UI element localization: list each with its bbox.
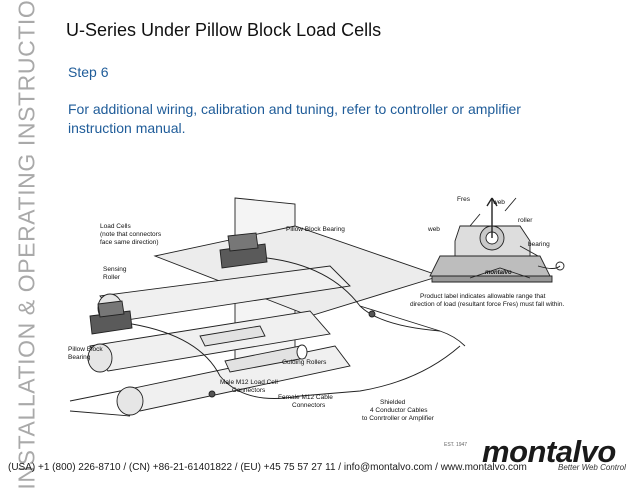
label-sensing-roller-2: Roller (103, 274, 121, 281)
label-pillow-block-1: Pillow Block (68, 346, 103, 353)
label-load-cells-note-2: face same direction) (100, 239, 159, 246)
label-sensing-roller-1: Sensing (103, 266, 127, 273)
label-female-m12-2: Connectors (292, 402, 326, 409)
sidebar: INSTALLATION & OPERATING INSTRUCTIONS (0, 0, 52, 490)
page-title: U-Series Under Pillow Block Load Cells (66, 20, 382, 40)
label-guiding-rollers: Guiding Rollers (282, 359, 327, 366)
logo-brand: montalvo (482, 434, 616, 469)
sidebar-title: INSTALLATION & OPERATING INSTRUCTIONS (13, 0, 40, 490)
label-load-cells-note-1: (note that connectors (100, 231, 162, 238)
label-fres: Fres (457, 196, 471, 203)
montalvo-logo: EST. 1947 montalvo Better Web Control (440, 434, 635, 472)
label-product-label-1: Product label indicates allowable range … (420, 293, 546, 300)
footer-contact: (USA) +1 (800) 226-8710 / (CN) +86-21-61… (8, 462, 527, 473)
label-load-cells: Load Cells (100, 223, 131, 230)
logo-tagline: Better Web Control (558, 463, 626, 472)
label-male-m12-1: Male M12 Load Cell (220, 379, 278, 386)
label-shielded-1: Shielded (380, 399, 406, 406)
step-label: Step 6 (68, 64, 109, 80)
label-pillow-block-bearing-top: Pillow Block Bearing (286, 226, 345, 233)
label-product-label-2: direction of load (resultant force Fres)… (410, 301, 564, 308)
label-pillow-block-2: Bearing (68, 354, 91, 361)
label-web-top: web (492, 199, 505, 206)
label-roller: roller (518, 217, 533, 224)
label-female-m12-1: Female M12 Cable (278, 394, 333, 401)
label-male-m12-2: Connectors (232, 387, 266, 394)
label-web-left: web (427, 226, 440, 233)
logo-est: EST. 1947 (444, 442, 468, 448)
label-shielded-2: 4 Conductor Cables (370, 407, 428, 414)
label-shielded-3: to Conrtroller or Amplifier (362, 415, 435, 422)
label-bearing: bearing (528, 241, 550, 248)
installation-diagram: Load Cells (note that connectors face sa… (68, 196, 565, 422)
label-plate-brand: montalvo (485, 270, 512, 276)
instruction-text: For additional wiring, calibration and t… (68, 101, 521, 136)
